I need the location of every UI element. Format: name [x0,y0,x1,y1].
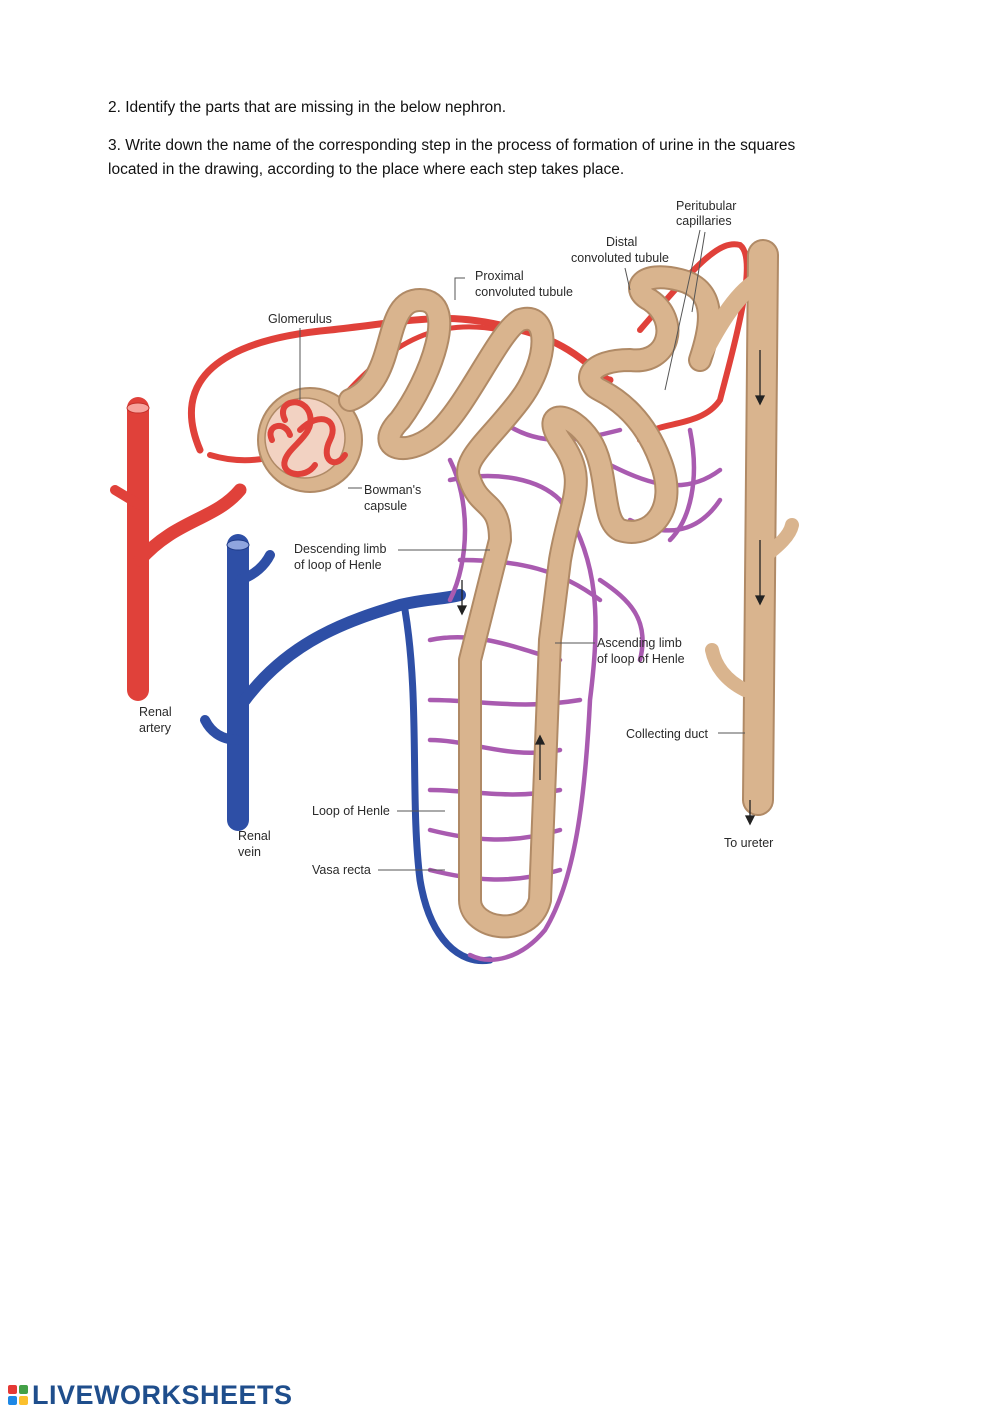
label-ascending-2: of loop of Henle [597,652,685,666]
label-proximal: Proximal [475,269,524,283]
question-3: 3. Write down the name of the correspond… [108,137,796,178]
logo-square-yellow [19,1396,28,1405]
label-descending: Descending limb [294,542,386,556]
label-peritubular: Peritubular [676,199,736,213]
flow-arrows [456,350,766,826]
label-renal-artery: Renal [139,705,172,719]
label-renal-vein: Renal [238,829,271,843]
nephron-tubule [257,239,799,939]
nephron-diagram: Peritubular capillaries Distal convolute… [110,199,799,965]
label-distal: Distal [606,235,637,249]
label-renal-artery-2: artery [139,721,172,735]
footer: LIVEWORKSHEETS [8,1378,293,1412]
label-collecting-duct: Collecting duct [626,727,709,741]
label-ascending: Ascending limb [597,636,682,650]
label-to-ureter: To ureter [724,836,773,850]
label-bowmans-2: capsule [364,499,407,513]
glomerulus [267,399,348,477]
label-glomerulus: Glomerulus [268,312,332,326]
logo-square-blue [8,1396,17,1405]
liveworksheets-logo-icon [8,1385,28,1405]
label-bowmans: Bowman's [364,483,421,497]
renal-vein [200,534,494,965]
label-proximal-2: convoluted tubule [475,285,573,299]
label-loop-of-henle: Loop of Henle [312,804,390,818]
question-2: 2. Identify the parts that are missing i… [108,99,507,116]
logo-square-red [8,1385,17,1394]
label-distal-2: convoluted tubule [571,251,669,265]
label-descending-2: of loop of Henle [294,558,382,572]
label-leaders [299,229,745,871]
label-renal-vein-2: vein [238,845,261,859]
label-peritubular-2: capillaries [676,214,732,228]
label-vasa-recta: Vasa recta [312,863,371,877]
brand-name[interactable]: LIVEWORKSHEETS [32,1379,293,1410]
logo-square-green [19,1385,28,1394]
